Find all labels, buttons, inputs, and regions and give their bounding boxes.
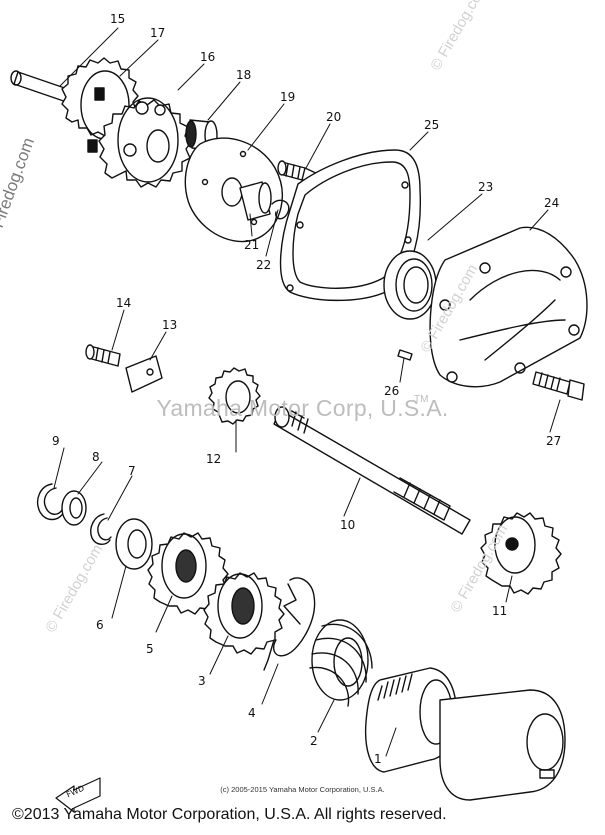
leader-lines	[53, 27, 561, 757]
part-27-bolt	[532, 371, 585, 401]
callout-7: 7	[128, 464, 136, 478]
callout-9: 9	[52, 434, 60, 448]
callout-13: 13	[162, 318, 178, 332]
callout-8: 8	[92, 450, 100, 464]
callout-6: 6	[96, 618, 104, 632]
footer-copyright: ©2013 Yamaha Motor Corporation, U.S.A. A…	[12, 806, 447, 823]
fwd-arrow-icon	[55, 777, 101, 813]
callout-19: 19	[280, 90, 296, 104]
callout-5: 5	[146, 642, 154, 656]
callout-24: 24	[544, 196, 560, 210]
callout-18: 18	[236, 68, 252, 82]
callout-26: 26	[384, 384, 400, 398]
callout-21: 21	[244, 238, 260, 252]
part-16-gear	[98, 97, 192, 188]
part-7-circlip	[90, 513, 112, 545]
part-4-spring	[263, 577, 316, 671]
callout-23: 23	[478, 180, 494, 194]
callout-22: 22	[256, 258, 272, 272]
callout-12: 12	[206, 452, 222, 466]
callout-27: 27	[546, 434, 562, 448]
part-13-lock-plate	[125, 355, 163, 393]
callout-15: 15	[110, 12, 126, 26]
part-2-spring	[309, 619, 373, 707]
callout-2: 2	[310, 734, 318, 748]
part-21-bushing	[239, 181, 272, 221]
part-22-clip	[271, 199, 290, 220]
part-26-pin	[397, 349, 413, 361]
callout-16: 16	[200, 50, 216, 64]
callout-3: 3	[198, 674, 206, 688]
part-5-gear	[147, 532, 229, 615]
part-11-gear	[480, 512, 562, 595]
part-8-washer	[61, 490, 87, 526]
part-23-oil-seal	[383, 250, 437, 320]
part-1-gear-housing	[364, 667, 566, 801]
small-copyright: (c) 2005-2015 Yamaha Motor Corporation, …	[220, 785, 385, 794]
part-6-washer	[115, 518, 153, 570]
callout-17: 17	[150, 26, 166, 40]
watermark-main: Yamaha Motor Corp, U.S.A.	[156, 395, 449, 421]
part-12-gear	[208, 367, 261, 425]
part-24-cover	[429, 226, 588, 388]
callout-25: 25	[424, 118, 440, 132]
callout-4: 4	[248, 706, 256, 720]
part-14-bolt	[85, 344, 121, 367]
callout-11: 11	[492, 604, 508, 618]
callout-14: 14	[116, 296, 132, 310]
part-3-gear	[203, 572, 285, 655]
callout-10: 10	[340, 518, 356, 532]
part-9-circlip	[36, 483, 65, 521]
part-10-main-shaft	[273, 406, 471, 535]
callout-20: 20	[326, 110, 342, 124]
callout-1: 1	[374, 752, 382, 766]
watermark-tm: TM	[414, 394, 429, 405]
